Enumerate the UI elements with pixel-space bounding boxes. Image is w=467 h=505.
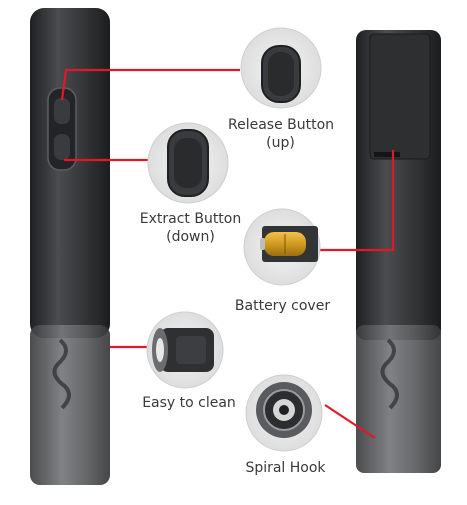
left-opener-clear-base (30, 325, 110, 485)
battery-cover-label: Battery cover (234, 298, 331, 314)
right-opener-device (356, 30, 441, 473)
release-label-line1: Release Button (228, 117, 335, 133)
extract-label-line2: (down) (166, 229, 215, 245)
easy-clean-label: Easy to clean (142, 395, 236, 411)
release-label-line2: (up) (266, 135, 295, 151)
spiral-hook-icon (245, 374, 323, 452)
right-battery-door (369, 33, 431, 160)
right-opener-clear-base (356, 325, 441, 473)
left-opener-body (30, 8, 110, 338)
spiral-hook-label: Spiral Hook (245, 460, 326, 476)
callout-lines (60, 68, 395, 439)
left-release-button (54, 98, 70, 124)
spiral-callout-line (324, 404, 376, 439)
extract-label-line1: Extract Button (139, 211, 242, 227)
left-extract-button (54, 134, 70, 160)
battery-icon (243, 208, 321, 286)
right-spiral-shadow (380, 338, 399, 410)
battery-callout-line (316, 150, 395, 252)
left-opener-device (30, 8, 110, 485)
cylinder-cartridge-icon (146, 311, 224, 389)
extract-button-closeup-icon (147, 122, 229, 204)
release-button-closeup-icon (240, 27, 322, 109)
right-door-slot (374, 152, 400, 157)
release-button-label: Release Button (up) (228, 116, 335, 152)
extract-button-label: Extract Button (down) (138, 210, 243, 246)
release-callout-line (60, 68, 240, 101)
left-spiral-shadow (52, 338, 71, 410)
